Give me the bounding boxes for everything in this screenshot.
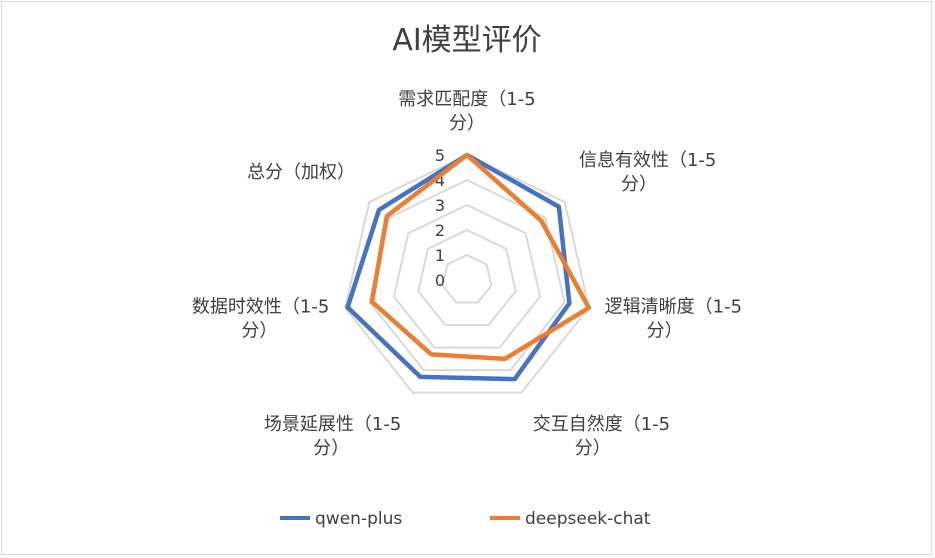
data-point [378,209,380,211]
axis-label: 数据时效性（1-5 [192,296,329,317]
axis-label: 分） [241,320,277,341]
axis-label: 交互自然度（1-5 [533,414,670,435]
data-point [419,376,421,378]
legend-label: qwen-plus [315,509,402,529]
chart-title: AI模型评价 [392,23,541,58]
tick-label: 0 [435,271,445,290]
radar-grid [344,153,590,394]
data-point [347,306,349,308]
gridline-5 [344,153,590,394]
tick-label: 4 [435,171,445,190]
tick-label: 3 [435,196,445,215]
axis-label: 分） [449,113,485,134]
data-point [466,154,468,156]
gridline-1 [441,253,493,304]
data-point [558,206,560,208]
gridline-3 [392,203,542,349]
radar-axis-labels: 需求匹配度（1-5 分） 信息有效性（1-5 分） 逻辑清晰度（1-5 分） 交互自然度（1… [192,89,742,459]
legend: qwen-plus deepseek-chat [280,509,651,529]
tick-label: 5 [435,146,445,165]
series-line-deepseek-chat [369,152,592,362]
gridline-2 [417,228,517,327]
axis-label: 分） [575,438,611,459]
tick-label: 1 [435,246,445,265]
data-point [568,302,570,304]
data-point [386,215,388,217]
axis-label: 分） [647,320,683,341]
axis-label: 信息有效性（1-5 [579,150,716,171]
data-point [514,378,516,380]
radar-tick-labels: 0 1 2 3 4 5 [435,146,445,290]
axis-label: 总分（加权） [247,162,355,183]
data-point [588,307,590,309]
tick-label: 2 [435,221,445,240]
data-point [540,220,542,222]
axis-label: 分） [313,438,349,459]
data-point [504,358,506,360]
axis-label: 分） [621,174,657,195]
legend-label: deepseek-chat [525,509,651,529]
series-line-qwen-plus [345,152,572,382]
axis-label: 需求匹配度（1-5 [398,89,535,110]
radar-series [345,152,592,382]
data-point [371,301,373,303]
data-point [430,353,432,355]
axis-label: 逻辑清晰度（1-5 [605,296,742,317]
axis-label: 场景延展性（1-5 [264,414,401,435]
